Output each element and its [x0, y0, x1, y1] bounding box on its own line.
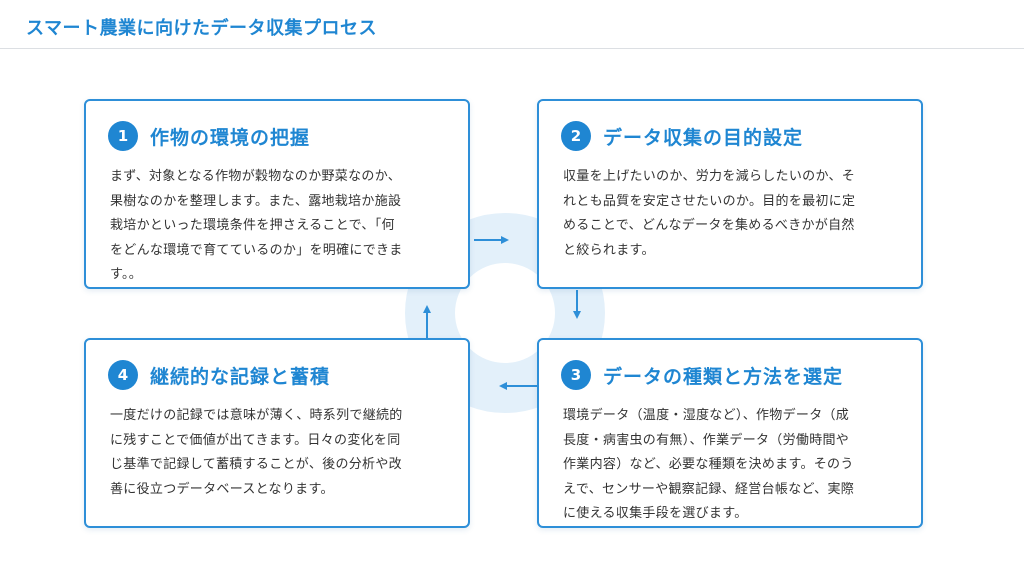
step-number-badge: 2	[561, 121, 591, 151]
step-description-line: す。。	[110, 267, 143, 282]
step-card-4: 4 継続的な記録と蓄積 一度だけの記録では意味が薄く、時系列で継続的 に残すこと…	[84, 338, 470, 528]
step-card-1: 1 作物の環境の把握 まず、対象となる作物が穀物なのか野菜なのか、 果樹なのかを…	[84, 99, 470, 289]
step-number-badge: 4	[108, 360, 138, 390]
step-card-header: 3 データの種類と方法を選定	[561, 360, 843, 390]
step-title: 継続的な記録と蓄積	[150, 365, 331, 388]
step-description-line: 果樹なのかを整理します。また、露地栽培か施設	[110, 193, 402, 209]
step-description-line: えで、センサーや観察記録、経営台帳など、実際	[563, 481, 855, 497]
step-description: 環境データ（温度・湿度など）、作物データ（成 長度・病害虫の有無）、作業データ（…	[563, 404, 899, 527]
step-description-line: と絞られます。	[563, 242, 655, 258]
step-title: 作物の環境の把握	[150, 126, 311, 149]
step-description-line: 栽培かといった環境条件を押さえることで、「何	[110, 218, 395, 233]
step-card-2: 2 データ収集の目的設定 収量を上げたいのか、労力を減らしたいのか、そ れとも品…	[537, 99, 923, 289]
step-title: データの種類と方法を選定	[603, 365, 844, 388]
step-card-3: 3 データの種類と方法を選定 環境データ（温度・湿度など）、作物データ（成 長度…	[537, 338, 923, 528]
step-card-header: 4 継続的な記録と蓄積	[108, 360, 330, 390]
step-title: データ収集の目的設定	[603, 126, 804, 149]
step-description-line: をどんな環境で育てているのか」を明確にできま	[110, 242, 403, 258]
step-description-line: 収量を上げたいのか、労力を減らしたいのか、そ	[563, 169, 856, 184]
step-number-badge: 1	[108, 121, 138, 151]
step-description-line: 善に役立つデータベースとなります。	[110, 481, 334, 497]
title-divider	[0, 48, 1024, 49]
step-description-line: に使える収集手段を選びます。	[563, 506, 748, 521]
step-number-badge: 3	[561, 360, 591, 390]
page-title: スマート農業に向けたデータ収集プロセス	[26, 18, 377, 39]
step-card-header: 2 データ収集の目的設定	[561, 121, 803, 151]
step-description: 収量を上げたいのか、労力を減らしたいのか、そ れとも品質を安定させたいのか。目的…	[563, 165, 899, 263]
step-description: まず、対象となる作物が穀物なのか野菜なのか、 果樹なのかを整理します。また、露地…	[110, 165, 446, 288]
step-card-header: 1 作物の環境の把握	[108, 121, 310, 151]
step-description-line: 環境データ（温度・湿度など）、作物データ（成	[563, 408, 850, 423]
step-description-line: めることで、どんなデータを集めるべきかが自然	[563, 218, 855, 233]
step-description-line: じ基準で記録して蓄積することが、後の分析や改	[110, 457, 402, 472]
step-description-line: れとも品質を安定させたいのか。目的を最初に定	[563, 193, 856, 209]
step-description-line: に残すことで価値が出てきます。日々の変化を同	[110, 432, 401, 448]
step-description: 一度だけの記録では意味が薄く、時系列で継続的 に残すことで価値が出てきます。日々…	[110, 404, 446, 502]
step-description-line: 長度・病害虫の有無）、作業データ（労働時間や	[563, 432, 850, 448]
step-description-line: 一度だけの記録では意味が薄く、時系列で継続的	[110, 408, 403, 423]
step-description-line: まず、対象となる作物が穀物なのか野菜なのか、	[110, 169, 402, 184]
step-description-line: 作業内容）など、必要な種類を決めます。そのう	[563, 457, 854, 472]
